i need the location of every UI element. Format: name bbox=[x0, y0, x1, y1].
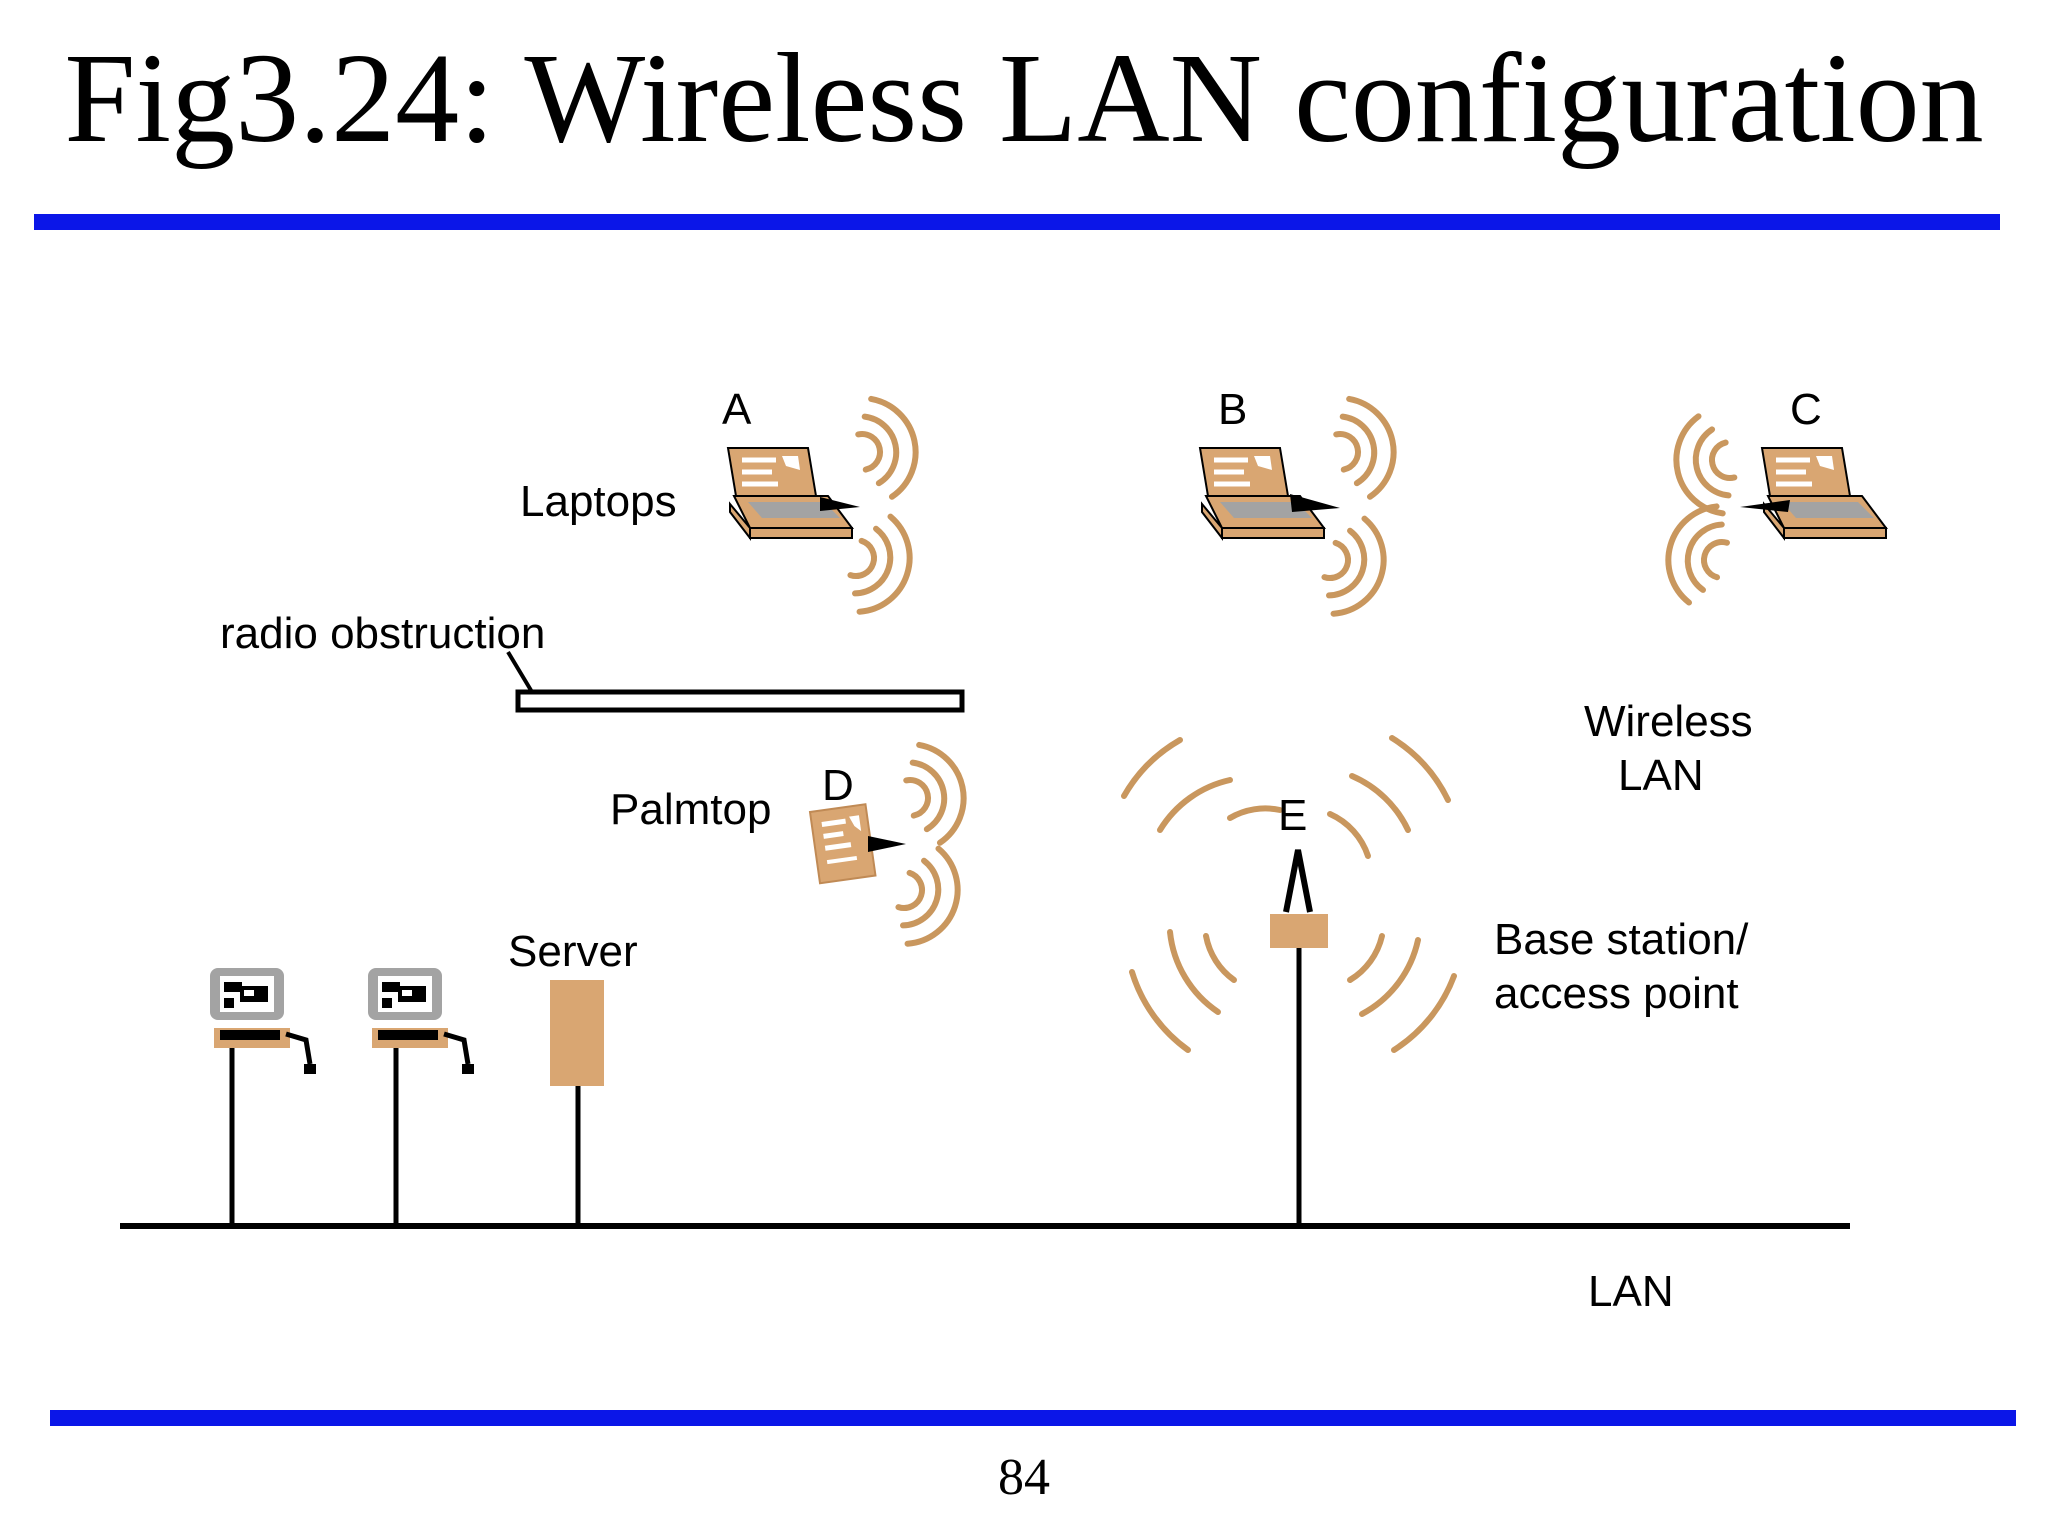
radio-obstruction-label: radio obstruction bbox=[220, 609, 545, 658]
radio-obstruction bbox=[515, 689, 965, 713]
arrow-icon bbox=[1740, 500, 1790, 512]
server-icon bbox=[550, 980, 604, 1086]
radio-wave-icon bbox=[1657, 411, 1742, 608]
node-label-c: C bbox=[1790, 385, 1822, 434]
wireless-lan-label-line1: Wireless bbox=[1584, 697, 1753, 746]
lan-label: LAN bbox=[1588, 1267, 1674, 1316]
antenna-icon bbox=[1270, 849, 1328, 948]
obstruction-pointer bbox=[506, 650, 534, 694]
palmtop-label: Palmtop bbox=[610, 785, 771, 834]
laptop-icon bbox=[1200, 448, 1324, 538]
laptop-icon bbox=[1762, 448, 1886, 538]
node-label-b: B bbox=[1218, 385, 1247, 434]
slide-title: Fig3.24: Wireless LAN configuration bbox=[64, 27, 1984, 169]
palmtop-icon bbox=[808, 803, 877, 885]
workstation-icon bbox=[368, 968, 474, 1074]
laptops-label: Laptops bbox=[520, 477, 677, 526]
arrow-icon bbox=[1290, 494, 1340, 512]
arrow-icon bbox=[820, 497, 860, 511]
wireless-lan-label-line2: LAN bbox=[1618, 751, 1704, 800]
node-label-d: D bbox=[822, 761, 854, 810]
node-label-e: E bbox=[1278, 791, 1307, 840]
page-number: 84 bbox=[998, 1449, 1050, 1506]
workstation-icon bbox=[210, 968, 316, 1074]
arrow-icon bbox=[868, 836, 906, 852]
base-station-label-line2: access point bbox=[1494, 969, 1739, 1018]
node-label-a: A bbox=[722, 385, 752, 434]
server-label: Server bbox=[508, 927, 638, 976]
radio-wave-icon bbox=[889, 738, 973, 954]
top-rule bbox=[34, 214, 2000, 230]
radio-wave-icon bbox=[1121, 735, 1457, 1053]
base-station-label-line1: Base station/ bbox=[1494, 915, 1749, 964]
bottom-rule bbox=[50, 1410, 2016, 1426]
laptop-icon bbox=[728, 448, 852, 538]
